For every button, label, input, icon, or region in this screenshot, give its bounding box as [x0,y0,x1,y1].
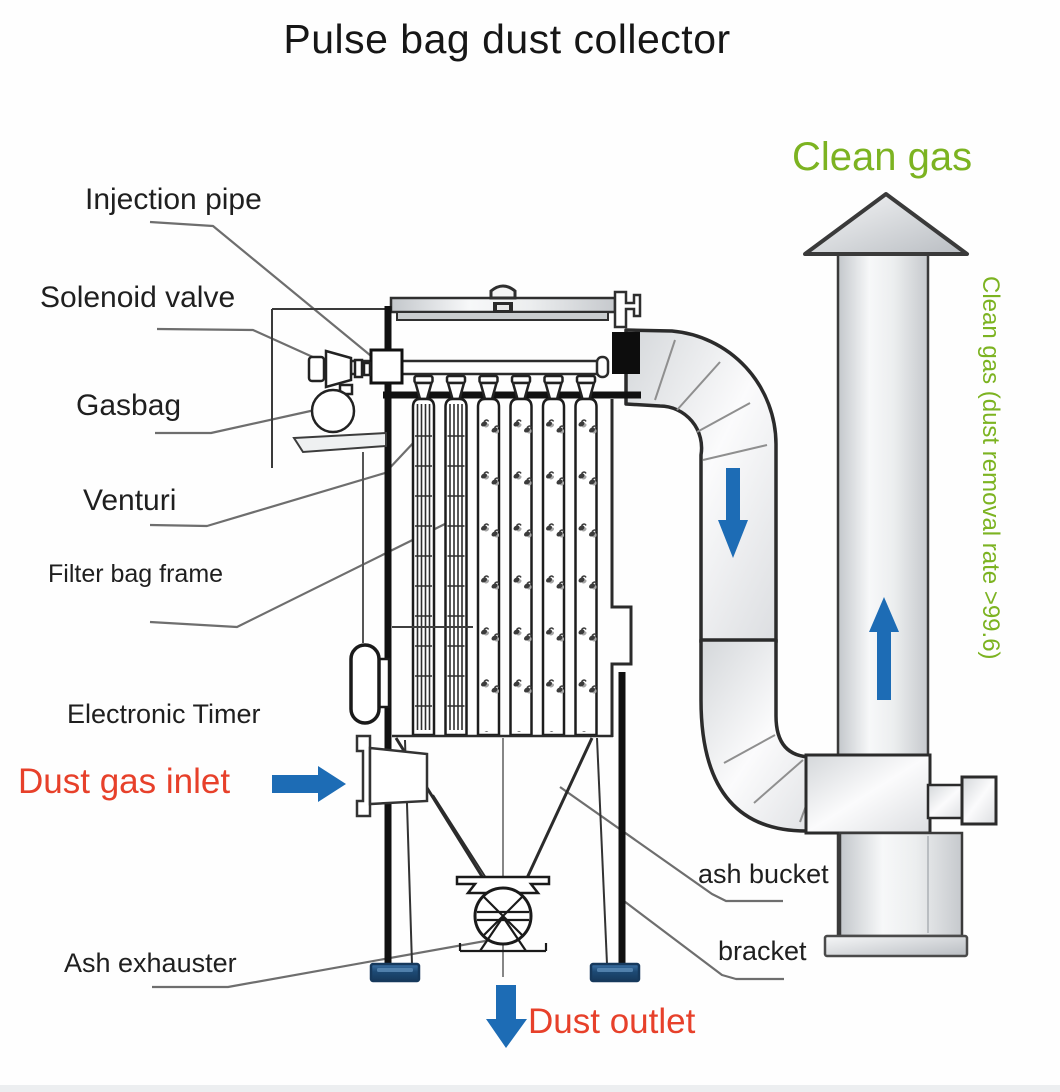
label-clean-gas-note: Clean gas (dust removal rate >99.6) [977,276,1004,660]
lid-handle [489,284,517,300]
leader-gasbag [155,408,316,435]
support-frame [271,308,391,468]
ash-bucket-shape [392,734,613,977]
leader-ash-exhauster [152,934,514,989]
label-venturi: Venturi [83,484,177,517]
label-dust-outlet: Dust outlet [528,1002,696,1041]
flow-arrows [272,468,899,1048]
chimney-side-port [926,775,998,826]
solenoid-valve-shape [307,349,372,396]
exhaust-stack [624,192,998,958]
outlet-port [612,332,640,374]
duct-upper-elbow [624,328,778,644]
foundation-feet [369,962,641,983]
chimney-lower-section [838,831,964,938]
leader-filter-bag-frame [149,518,456,629]
label-injection-pipe: Injection pipe [85,183,262,216]
chimney-cap [803,192,969,256]
leader-lines [149,220,784,989]
duct-chimney-junction [804,753,932,835]
bottom-edge-band [0,1085,1060,1092]
collector-body [271,284,642,983]
leader-venturi [149,423,432,528]
leader-ash-bucket [559,786,783,903]
label-dust-gas-inlet: Dust gas inlet [18,762,231,801]
top-lid [389,284,642,329]
chimney-up-arrow [869,597,899,700]
label-clean-gas: Clean gas [792,135,973,179]
label-bracket: bracket [718,936,807,966]
label-ash-bucket: ash bucket [698,859,829,889]
dust-gas-inlet-arrow [272,766,346,802]
ash-exhauster-shape [455,875,551,953]
label-solenoid-valve: Solenoid valve [40,281,236,314]
leader-bracket [619,897,784,981]
bag-bodies [411,397,598,737]
bag-dust-specks [478,402,597,732]
gasbag-shape [310,388,356,434]
leader-injection-pipe [149,220,394,375]
gasbag-shelf [292,431,387,454]
page-title: Pulse bag dust collector [283,16,731,62]
label-gasbag: Gasbag [76,389,182,422]
dust-outlet-arrow [486,985,527,1048]
pipe-connector [369,348,404,385]
chimney-base [823,934,969,958]
lid-clamp [613,290,642,329]
duct-down-arrow [718,468,748,558]
inlet-duct-shape [355,734,429,818]
right-wall [610,399,633,737]
label-filter-bag-frame: Filter bag frame [48,560,224,588]
bag-frame-cage [415,404,465,730]
electronic-timer-shape [349,643,391,725]
filter-bags [392,374,598,737]
label-electronic-timer: Electronic Timer [67,699,261,729]
label-ash-exhauster: Ash exhauster [64,948,237,978]
